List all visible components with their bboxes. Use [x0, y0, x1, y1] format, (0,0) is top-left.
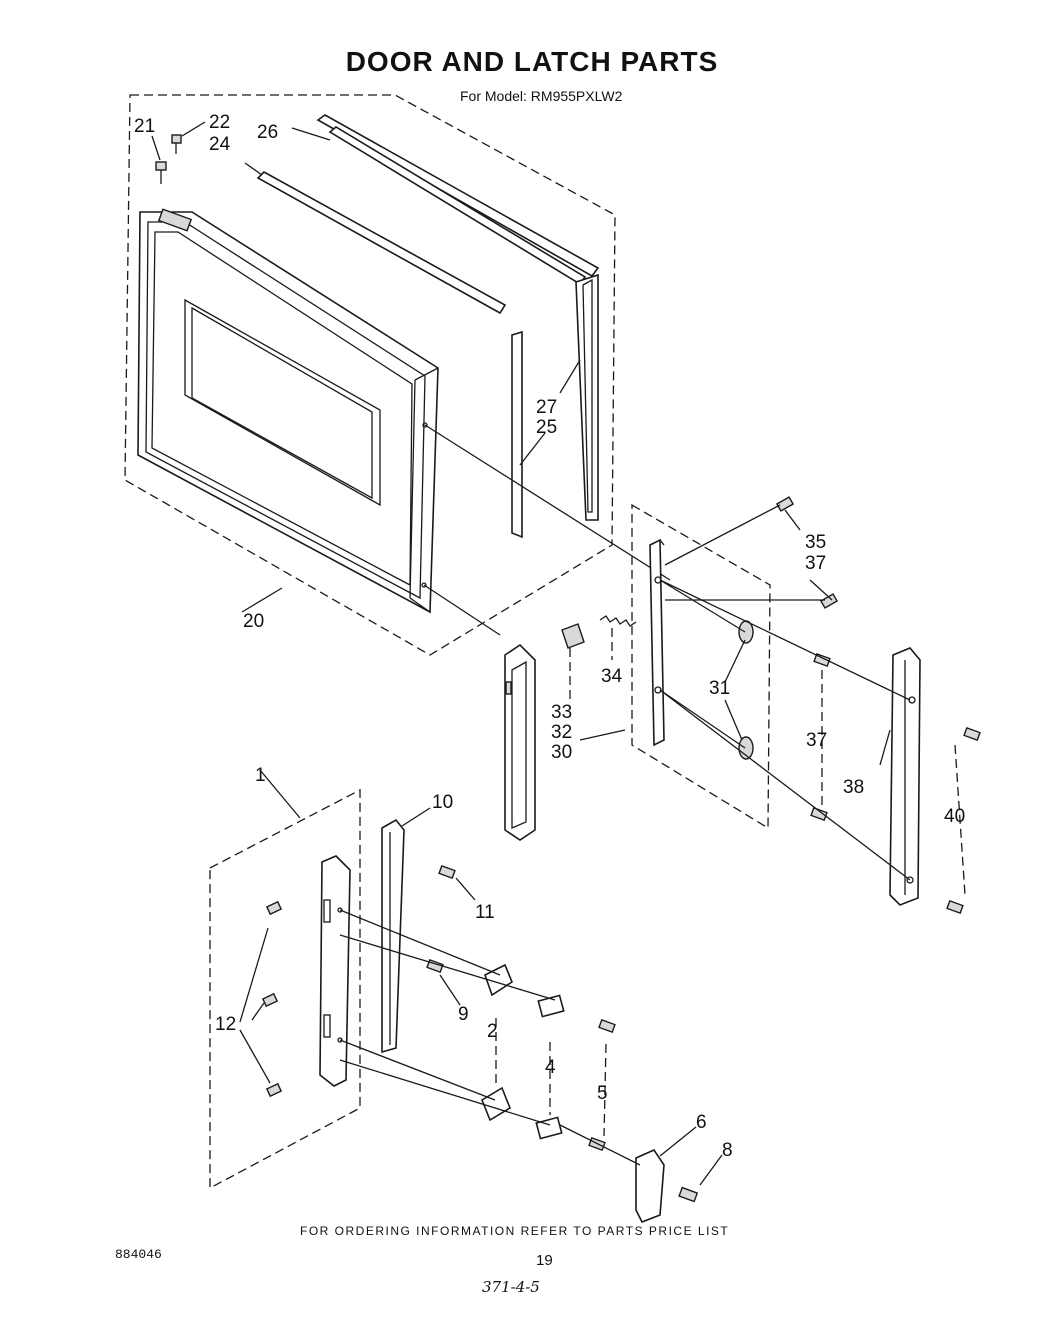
stop-screw-part	[598, 1018, 616, 1034]
seal-strip-top-outer	[316, 114, 600, 286]
hinge-pin-screw-part	[678, 1186, 699, 1203]
callout-1: 1	[255, 765, 266, 786]
callout-5: 5	[597, 1083, 608, 1104]
callout-40: 40	[944, 806, 965, 827]
seal-strip-side-inner	[511, 330, 523, 539]
hinge-assembly-group	[209, 769, 723, 1224]
page-title: DOOR AND LATCH PARTS	[345, 46, 719, 77]
door-frame-part	[137, 208, 439, 614]
door-assembly-outline	[124, 94, 616, 656]
door-screw-part	[171, 134, 182, 154]
callout-25: 25	[536, 417, 557, 438]
ordering-note: FOR ORDERING INFORMATION REFER TO PARTS …	[300, 1224, 730, 1238]
seal-strip-top-inner	[256, 171, 507, 315]
handle-latch-group	[504, 496, 981, 915]
handle-screw-part	[963, 726, 981, 742]
door-handle-part	[504, 643, 536, 841]
callout-2: 2	[487, 1021, 498, 1042]
seal-strip-side-outer	[575, 273, 599, 521]
hinge-plate-part	[319, 855, 351, 1087]
callout-26: 26	[257, 122, 278, 143]
callout-20: 20	[243, 611, 264, 632]
hinge-screw-part	[265, 900, 283, 916]
door-stop-part	[481, 1086, 511, 1122]
door-screw-part	[155, 161, 167, 184]
handle-latch-outline	[631, 503, 771, 830]
hinge-pin-part	[635, 1148, 665, 1224]
callout-12: 12	[215, 1014, 236, 1035]
hinge-screw-part	[261, 992, 279, 1008]
door-stop-part	[484, 963, 513, 997]
callout-27: 27	[536, 397, 557, 418]
hinge-bracket-part	[381, 818, 405, 1054]
latch-plate-part	[649, 538, 665, 747]
callout-33: 33	[551, 702, 572, 723]
handle-screw-part	[813, 652, 831, 668]
callout-8: 8	[722, 1140, 733, 1161]
handle-screw-part	[810, 806, 828, 822]
door-assembly-group	[124, 94, 671, 656]
callout-32: 32	[551, 722, 572, 743]
callout-22: 22	[209, 112, 230, 133]
callout-34: 34	[601, 666, 623, 687]
callout-4: 4	[545, 1057, 556, 1078]
handwritten-code: 371-4-5	[482, 1278, 540, 1296]
hinge-assembly-outline	[209, 788, 361, 1190]
callout-21: 21	[134, 116, 155, 137]
handle-screw-part	[775, 496, 795, 512]
model-subtitle: For Model: RM955PXLW2	[460, 88, 623, 104]
latch-button-part	[561, 623, 585, 649]
latch-block-part	[535, 1116, 563, 1140]
page-number: 19	[536, 1252, 553, 1269]
callout-24: 24	[209, 134, 231, 155]
callout-31: 31	[709, 678, 730, 699]
hinge-screw-part	[265, 1082, 283, 1098]
document-number: 884046	[115, 1247, 162, 1262]
handle-screw-part	[819, 593, 839, 609]
callout-37-upper: 37	[805, 553, 826, 574]
callout-30: 30	[551, 742, 572, 763]
callout-labels: 21 22 24 26 27 25 20 35 37 34 31 33 32 3…	[134, 112, 965, 1161]
callout-11: 11	[475, 902, 495, 923]
handle-trim-part	[889, 647, 921, 906]
callout-10: 10	[432, 792, 453, 813]
hinge-screw-part	[438, 864, 456, 880]
latch-spring-part	[599, 615, 637, 627]
callout-38: 38	[843, 777, 864, 798]
callout-37-lower: 37	[806, 730, 827, 751]
handle-screw-part	[946, 899, 964, 915]
callout-35: 35	[805, 532, 826, 553]
callout-9: 9	[458, 1004, 469, 1025]
callout-6: 6	[696, 1112, 707, 1133]
